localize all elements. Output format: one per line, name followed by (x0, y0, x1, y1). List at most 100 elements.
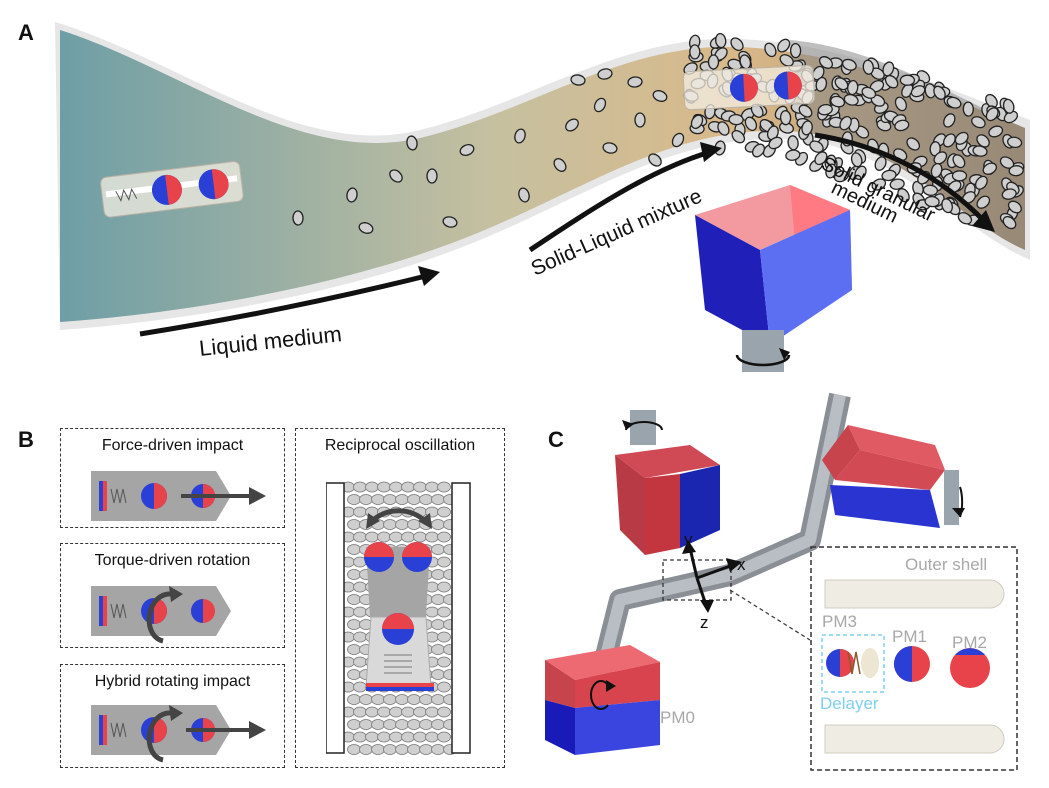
granule (946, 96, 962, 109)
granule (731, 130, 746, 144)
external-magnet-pm0 (545, 645, 660, 755)
exploded-view-box (810, 546, 1018, 771)
granule (459, 144, 475, 156)
reciprocal-granule (437, 631, 451, 643)
granule (707, 54, 720, 70)
granule (874, 156, 887, 171)
force-impact-capsule (91, 471, 266, 521)
granule (861, 86, 877, 99)
granule (785, 149, 801, 161)
force-impact-box: Force-driven impact (60, 428, 285, 528)
granule (882, 61, 895, 77)
granule (850, 152, 863, 168)
granule (766, 125, 779, 141)
granule (952, 154, 966, 169)
granule (1007, 136, 1023, 149)
panel-letter-b: B (18, 427, 34, 452)
granule (652, 90, 668, 102)
panel-letter-c: C (548, 427, 564, 452)
granule (971, 116, 986, 129)
granule (976, 195, 991, 209)
external-magnet-a (695, 185, 852, 372)
granule (957, 212, 973, 225)
granule (777, 38, 791, 53)
reciprocal-granule (437, 531, 451, 543)
granule (933, 151, 948, 165)
granule (426, 168, 438, 184)
outer-shell-top (824, 579, 1005, 609)
granule (841, 58, 857, 71)
granule (1002, 216, 1017, 230)
granule (764, 42, 777, 58)
granule (570, 74, 586, 86)
panel-a-illustration: Liquid medium Solid-Liquid mixture Solid… (55, 22, 1030, 372)
granule (597, 68, 613, 80)
outer-shell-bottom (824, 724, 1005, 754)
granule (518, 187, 530, 203)
granule (817, 103, 833, 116)
granule (593, 97, 607, 113)
granule (854, 165, 867, 181)
reciprocal-granule (437, 581, 451, 593)
reciprocal-granule (437, 706, 451, 718)
granule (442, 216, 458, 228)
granule (910, 85, 926, 98)
granule (974, 175, 988, 190)
granule (779, 110, 792, 126)
delayer-label: Delayer (820, 694, 879, 713)
granule (789, 42, 802, 59)
capsule-robot-mixture (682, 65, 816, 111)
granule (825, 163, 837, 179)
granule (779, 54, 794, 67)
granule (985, 107, 999, 122)
granule (942, 133, 956, 148)
reciprocal-granule (437, 481, 451, 493)
granule (972, 145, 988, 157)
hybrid-impact-box: Hybrid rotating impact (60, 664, 285, 768)
outer-shell-label: Outer shell (905, 555, 988, 574)
granule (1008, 165, 1024, 177)
granule (894, 119, 910, 132)
granule (634, 112, 646, 128)
reciprocal-oscillation-box: Reciprocal oscillation (295, 428, 505, 768)
granule (717, 121, 730, 136)
granule (671, 132, 685, 148)
granule (819, 56, 833, 69)
granule (933, 85, 946, 100)
granule (930, 162, 943, 179)
granule (751, 143, 766, 158)
force-impact-title: Force-driven impact (101, 437, 244, 454)
granule (389, 169, 403, 183)
granule (815, 76, 828, 92)
granules (292, 32, 1025, 234)
coordinate-axes (682, 540, 742, 613)
granule (830, 95, 846, 108)
granule (833, 170, 849, 183)
granule (976, 134, 990, 148)
liquid-arrow (139, 272, 431, 337)
granule (834, 77, 849, 91)
granule (899, 74, 916, 86)
granule (871, 178, 887, 191)
granular-arrow (814, 132, 987, 224)
granule (988, 125, 1004, 138)
granule (929, 141, 941, 157)
granule (801, 120, 813, 136)
granule (627, 76, 643, 88)
reciprocal-granule (437, 506, 451, 518)
reciprocal-oscillation-illustration (326, 481, 471, 755)
granule (798, 104, 813, 118)
granule (406, 135, 418, 151)
granule (292, 210, 304, 226)
granule (690, 114, 704, 130)
pm2-label: PM2 (952, 633, 987, 652)
hybrid-impact-title: Hybrid rotating impact (94, 673, 251, 690)
granule (924, 195, 940, 208)
granule (1001, 188, 1017, 200)
granule (894, 96, 907, 112)
granule (889, 178, 905, 190)
reciprocal-granule (437, 656, 451, 668)
granule (648, 153, 662, 167)
